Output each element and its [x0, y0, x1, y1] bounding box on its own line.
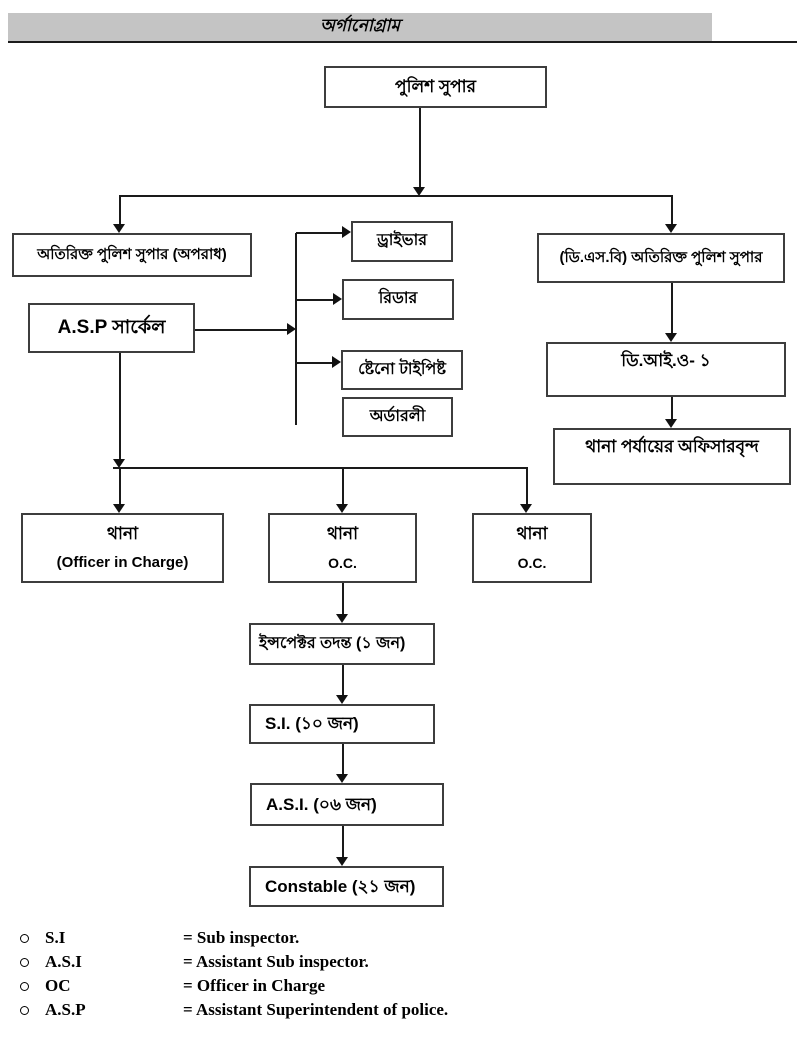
connector-line: [671, 283, 673, 334]
node-constable: Constable (২১ জন): [249, 866, 444, 907]
thana-1-subtitle: (Officer in Charge): [56, 553, 189, 571]
bullet-icon: [20, 1005, 29, 1015]
arrow-head: [336, 857, 348, 866]
legend-item: A.S.P = Assistant Superintendent of poli…: [18, 998, 448, 1022]
connector-line: [295, 233, 297, 425]
legend-item: OC = Officer in Charge: [18, 974, 448, 998]
arrow-head: [287, 323, 296, 335]
arrow-head: [336, 774, 348, 783]
node-dio-1: ডি.আই.ও- ১: [546, 342, 786, 397]
bullet-icon: [20, 933, 29, 943]
connector-line: [119, 195, 673, 197]
arrow-head: [332, 356, 341, 368]
arrow-head: [336, 504, 348, 513]
node-thana-1: থানা (Officer in Charge): [21, 513, 224, 583]
legend: S.I = Sub inspector. A.S.I = Assistant S…: [18, 926, 448, 1022]
legend-term: A.S.I: [45, 952, 82, 971]
arrow-head: [665, 224, 677, 233]
legend-definition: = Sub inspector.: [183, 928, 300, 947]
arrow-head: [113, 504, 125, 513]
connector-line: [526, 468, 528, 505]
node-steno-typist: ষ্টেনো টাইপিষ্ট: [341, 350, 463, 390]
node-dsb-additional-sp: (ডি.এস.বি) অতিরিক্ত পুলিশ সুপার: [537, 233, 785, 283]
connector-line: [671, 397, 673, 420]
node-police-super: পুলিশ সুপার: [324, 66, 547, 108]
arrow-head: [342, 226, 351, 238]
node-thana-2: থানা O.C.: [268, 513, 417, 583]
thana-2-subtitle: O.C.: [328, 554, 357, 571]
arrow-head: [665, 333, 677, 342]
legend-definition: = Officer in Charge: [183, 976, 326, 995]
arrow-head: [413, 187, 425, 196]
legend-item: A.S.I = Assistant Sub inspector.: [18, 950, 448, 974]
node-additional-sp-crime: অতিরিক্ত পুলিশ সুপার (অপরাধ): [12, 233, 252, 277]
page-title: অর্গানোগ্রাম: [320, 16, 400, 35]
connector-line: [342, 468, 344, 505]
legend-definition: = Assistant Sub inspector.: [183, 952, 369, 971]
node-asp-circle: A.S.P সার্কেল: [28, 303, 195, 353]
connector-line: [342, 744, 344, 775]
arrow-head: [336, 614, 348, 623]
bullet-icon: [20, 981, 29, 991]
connector-line: [296, 232, 343, 234]
thana-2-title: থানা: [326, 524, 358, 543]
arrow-head: [113, 459, 125, 468]
header-underline: [8, 41, 797, 43]
connector-line: [671, 195, 673, 225]
legend-item: S.I = Sub inspector.: [18, 926, 448, 950]
thana-3-subtitle: O.C.: [517, 554, 547, 571]
arrow-head: [113, 224, 125, 233]
connector-line: [119, 353, 121, 460]
legend-definition: = Assistant Superintendent of police.: [183, 1000, 449, 1019]
legend-term: A.S.P: [45, 1000, 86, 1019]
connector-line: [342, 826, 344, 858]
arrow-head: [336, 695, 348, 704]
node-inspector-investigation: ইন্সপেক্টর তদন্ত (১ জন): [249, 623, 435, 665]
legend-term: S.I: [45, 928, 66, 947]
node-asi: A.S.I. (০৬ জন): [250, 783, 444, 826]
arrow-head: [520, 504, 532, 513]
connector-line: [342, 665, 344, 696]
connector-line: [296, 299, 334, 301]
connector-line: [113, 467, 528, 469]
legend-term: OC: [45, 976, 71, 995]
node-thana-3: থানা O.C.: [472, 513, 592, 583]
node-si: S.I. (১০ জন): [249, 704, 435, 744]
connector-line: [419, 108, 421, 188]
node-reader: রিডার: [342, 279, 454, 320]
connector-line: [119, 468, 121, 505]
thana-3-title: থানা: [516, 524, 548, 543]
connector-line: [119, 195, 121, 225]
node-orderly: অর্ডারলী: [342, 397, 453, 437]
connector-line: [342, 583, 344, 615]
connector-line: [195, 329, 287, 331]
bullet-icon: [20, 957, 29, 967]
arrow-head: [333, 293, 342, 305]
thana-1-title: থানা: [106, 524, 138, 543]
header-bar: অর্গানোগ্রাম: [8, 13, 712, 41]
node-thana-level-officers: থানা পর্যায়ের অফিসারবৃন্দ: [553, 428, 791, 485]
connector-line: [296, 362, 333, 364]
node-driver: ড্রাইভার: [351, 221, 453, 262]
arrow-head: [665, 419, 677, 428]
